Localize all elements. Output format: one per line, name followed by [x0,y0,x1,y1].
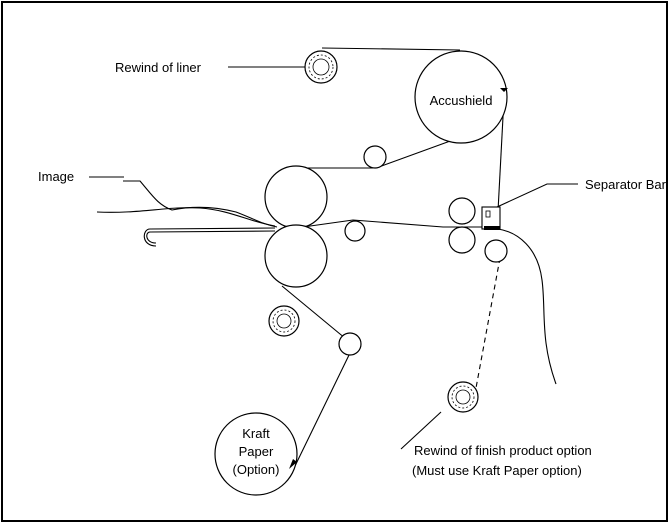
image-web-curl [96,207,276,227]
leader-separator [496,183,578,208]
label-rewind-finish-line1: Rewind of finish product option [414,443,592,458]
finish-rewind-dashed-path [475,257,501,389]
finish-rewind-spool [447,381,479,413]
finish-rewind-spool-core [455,389,471,405]
feed-shelf-lower [146,230,276,244]
pull-roller-top [448,197,476,225]
output-web-path [497,228,557,385]
kraft-paper-roll [214,412,298,496]
label-kraft-line3: (Option) [233,462,280,477]
liner-web-path [321,47,461,51]
liner-rewind-spool-inner [308,54,334,80]
bottom-laminating-roller [264,224,328,288]
image-web-path [123,180,278,228]
label-kraft-line2: Paper [239,444,274,459]
leader-finish-rewind [400,411,442,450]
exit-roller [484,239,508,263]
label-kraft-line1: Kraft [242,426,270,441]
finish-rewind-spool-inner [451,385,475,409]
label-separator-bar: Separator Bar [585,177,667,192]
label-rewind-finish-line2: (Must use Kraft Paper option) [412,463,582,478]
accushield-arrow-icon [500,88,508,92]
label-image: Image [38,169,74,184]
feed-shelf [143,227,276,247]
kraft-arrow-icon [289,459,297,469]
label-rewind-liner: Rewind of liner [115,60,202,75]
accushield-roll [414,50,508,144]
liner-rewind-spool-core [312,58,330,76]
upper-idler-roller [363,145,387,169]
top-laminating-roller [264,165,328,229]
pull-roller-bottom [448,226,476,254]
lower-supply-spool [268,305,300,337]
lower-supply-spool-inner [272,309,296,333]
liner-rewind-spool [304,50,338,84]
kraft-idler-roller [338,332,362,356]
lower-supply-spool-core [276,313,292,329]
separator-bar-notch [485,210,491,218]
mid-idler-roller [344,220,366,242]
kraft-web-down [294,352,351,467]
label-accushield: Accushield [430,93,493,108]
separator-bar [481,206,501,230]
separator-bar-base [484,226,500,230]
